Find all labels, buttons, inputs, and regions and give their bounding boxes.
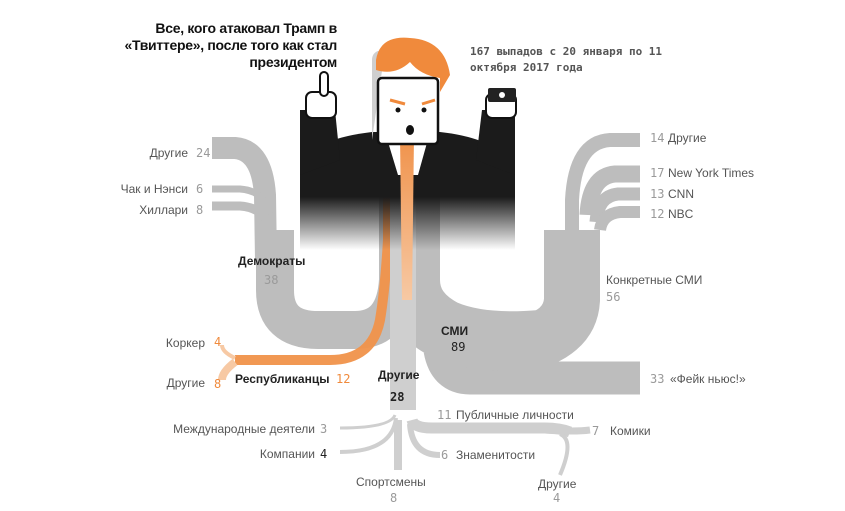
bird-icon	[499, 92, 505, 98]
flow-rep-others	[218, 358, 238, 381]
label-rep-others: Другие	[166, 376, 205, 390]
node-republicans-value: 12	[336, 372, 351, 386]
node-specific-media-value: 56	[606, 290, 621, 304]
value-others-public: 11	[437, 408, 452, 422]
mouth	[406, 125, 414, 135]
flow-others-celebs	[407, 423, 441, 458]
label-others-other: Другие	[538, 477, 577, 491]
value-rep-others: 8	[214, 377, 222, 391]
eye-right	[421, 107, 427, 113]
flow-media-cnn	[589, 187, 640, 223]
node-democrats-label: Демократы	[238, 254, 306, 268]
flow-rep-main	[235, 150, 393, 365]
value-dem-chuck-nancy: 6	[196, 182, 204, 196]
value-others-companies: 4	[320, 447, 328, 461]
value-media-nbc: 12	[650, 207, 665, 221]
label-media-fake: «Фейк ньюс!»	[670, 372, 746, 386]
value-media-nyt: 17	[650, 166, 665, 180]
node-republicans-label: Республиканцы	[235, 372, 330, 386]
value-rep-corker: 4	[214, 335, 222, 349]
tie	[400, 135, 414, 300]
label-others-public: Публичные личности	[456, 408, 574, 422]
right-arm	[476, 110, 515, 175]
value-media-cnn: 13	[650, 187, 665, 201]
chart-title: Все, кого атаковал Трамп в «Твиттере», п…	[124, 20, 338, 70]
node-specific-media-label: Конкретные СМИ	[606, 273, 703, 287]
flow-dem-chuck-nancy	[212, 185, 274, 221]
label-rep-corker: Коркер	[165, 336, 205, 350]
brows	[389, 98, 436, 106]
label-dem-others: Другие	[149, 146, 188, 160]
value-dem-hillary: 8	[196, 203, 204, 217]
node-others-label: Другие	[378, 368, 420, 382]
label-dem-hillary: Хиллари	[139, 203, 188, 217]
flow-media-others	[565, 133, 640, 280]
flow-others-intl	[339, 414, 397, 430]
flow-dem-hillary	[212, 201, 275, 232]
trump-illustration	[300, 37, 517, 300]
label-media-others: Другие	[668, 131, 707, 145]
value-others-sports: 8	[390, 491, 398, 505]
node-democrats-value: 38	[264, 273, 279, 287]
value-others-other: 4	[553, 491, 561, 505]
label-media-cnn: CNN	[668, 187, 694, 201]
label-others-sports: Спортсмены	[356, 475, 426, 489]
node-others-value: 28	[390, 390, 405, 404]
value-others-comedians: 7	[592, 424, 600, 438]
value-media-fake: 33	[650, 372, 665, 386]
label-media-nyt: New York Times	[668, 166, 755, 180]
hair	[376, 37, 450, 92]
value-dem-others: 24	[196, 146, 211, 160]
flow-dem-others	[212, 137, 277, 261]
face	[376, 76, 440, 146]
flow-others-other	[558, 432, 570, 476]
flow-rep-corker	[220, 344, 236, 360]
label-media-nbc: NBC	[668, 207, 694, 221]
left-arm	[300, 110, 340, 175]
node-media-label: СМИ	[441, 324, 469, 338]
label-others-celebs: Знаменитости	[456, 448, 536, 462]
label-dem-chuck-nancy: Чак и Нэнси	[120, 182, 188, 196]
chart-subtitle: 167 выпадов с 20 января по 11 октября 20…	[470, 45, 663, 74]
label-others-companies: Компании	[259, 447, 315, 461]
flow-media-nyt	[579, 165, 640, 216]
value-media-others: 14	[650, 131, 665, 145]
flow-others-comedians	[544, 426, 591, 435]
eye-left	[395, 107, 401, 113]
index-finger	[319, 71, 329, 97]
label-others-intl: Международные деятели	[173, 422, 315, 436]
value-others-celebs: 6	[441, 448, 449, 462]
value-others-intl: 3	[320, 422, 328, 436]
republicans-flow	[218, 150, 393, 381]
flow-media-nbc	[594, 206, 640, 232]
node-media-value: 89	[451, 340, 466, 354]
label-others-comedians: Комики	[610, 424, 651, 438]
